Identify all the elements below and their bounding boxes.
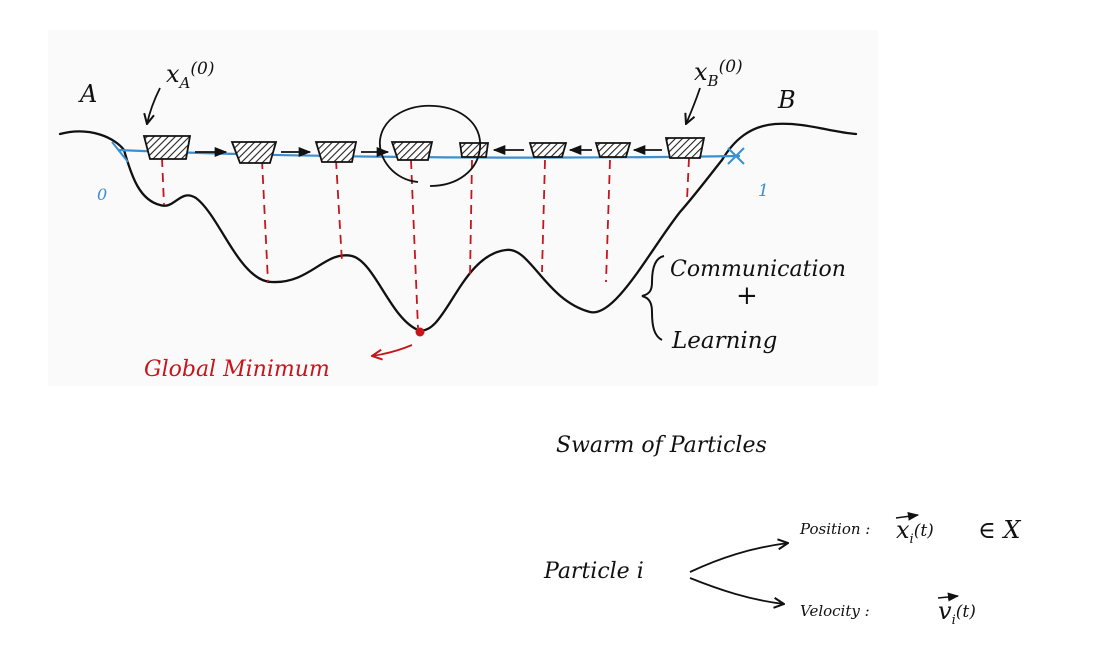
velocity-arrow [689, 577, 784, 604]
velocity-var: v [938, 597, 952, 625]
plus-label: + [736, 281, 758, 311]
right-tick-b [727, 147, 745, 165]
global-minimum-point [415, 327, 425, 337]
velocity-formula: vi(t) [938, 597, 976, 628]
velocity-sub: i [952, 613, 956, 628]
xb-arg: (0) [719, 57, 743, 77]
particle-6 [528, 142, 568, 158]
projection-3 [335, 159, 343, 263]
particle-label: Particle i [543, 559, 644, 584]
projection-7 [605, 159, 611, 283]
particle-7 [594, 142, 632, 158]
position-arg: (t) [914, 521, 934, 541]
label-b: B [777, 86, 796, 114]
right-end-label: 1 [758, 181, 769, 201]
projection-lines [161, 157, 690, 329]
global-minimum-arrow [372, 344, 413, 356]
brace [641, 255, 665, 341]
particles [142, 135, 706, 164]
xb-pointer-arrow [686, 87, 701, 124]
position-formula: xi(t) [896, 516, 934, 547]
particle-8 [664, 137, 706, 159]
xa-var: x [166, 60, 180, 88]
position-var: x [896, 516, 910, 544]
position-vector-arrow [895, 511, 920, 521]
xb-sub: B [707, 72, 719, 90]
left-end-label: 0 [97, 185, 107, 204]
left-tick [111, 141, 129, 163]
xa-label: xA(0) [166, 59, 214, 92]
particle-arrows [195, 144, 662, 158]
projection-2 [261, 159, 269, 283]
particle-2 [230, 141, 278, 164]
xb-var: x [694, 58, 708, 86]
position-set: ∈ X [978, 516, 1021, 544]
position-label: Position : [799, 520, 870, 538]
projection-1 [161, 157, 165, 206]
xa-arg: (0) [190, 59, 214, 79]
label-a: A [78, 80, 97, 108]
xa-sub: A [178, 74, 191, 92]
swarm-title: Swarm of Particles [556, 433, 767, 458]
particle-4 [390, 141, 434, 161]
projection-8 [686, 157, 690, 201]
particle-1 [142, 135, 192, 160]
communication-label: Communication [670, 257, 846, 282]
velocity-vector-arrow [937, 592, 960, 602]
sketch-panel [48, 30, 878, 386]
projection-6 [541, 159, 546, 273]
position-sub: i [910, 532, 914, 547]
xb-label: xB(0) [694, 57, 743, 90]
projection-5 [469, 159, 473, 277]
learning-label: Learning [671, 328, 777, 354]
xa-pointer-arrow [147, 87, 161, 124]
particle-3 [314, 141, 358, 163]
cost-landscape-curve [58, 122, 858, 332]
velocity-arg: (t) [956, 602, 976, 622]
position-arrow [689, 543, 788, 573]
global-minimum-label: Global Minimum [144, 357, 330, 382]
particle-5 [458, 142, 490, 158]
best-particle-circle [379, 104, 481, 187]
projection-4 [410, 159, 419, 329]
velocity-label: Velocity : [800, 602, 870, 620]
